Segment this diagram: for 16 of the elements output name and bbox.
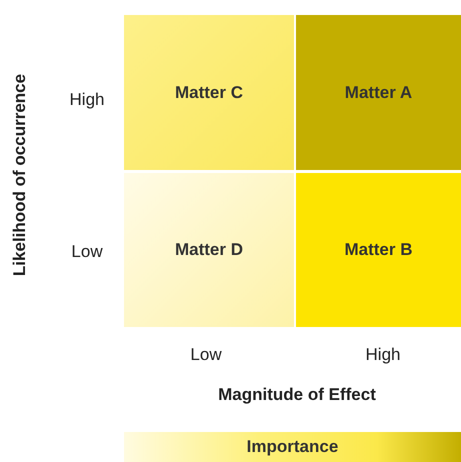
importance-scale-bar — [124, 432, 461, 462]
axis-title: Magnitude of Effect — [218, 385, 376, 405]
tick-label: Low — [190, 345, 222, 365]
cell-label: Matter D — [174, 240, 243, 260]
cell-label: Importance — [246, 437, 338, 457]
tick-label: High — [70, 90, 104, 110]
matrix-cell — [296, 173, 461, 327]
cell-label: Matter B — [344, 240, 412, 260]
cell-label: Matter C — [174, 82, 243, 102]
axis-title: Likelihood of occurrence — [10, 74, 30, 276]
tick-label: High — [366, 345, 400, 365]
cell-label: Matter A — [344, 82, 412, 102]
matrix-cell — [296, 15, 461, 170]
tick-label: Low — [71, 242, 103, 262]
matrix-cell — [124, 15, 294, 170]
matrix-cell — [124, 173, 294, 327]
